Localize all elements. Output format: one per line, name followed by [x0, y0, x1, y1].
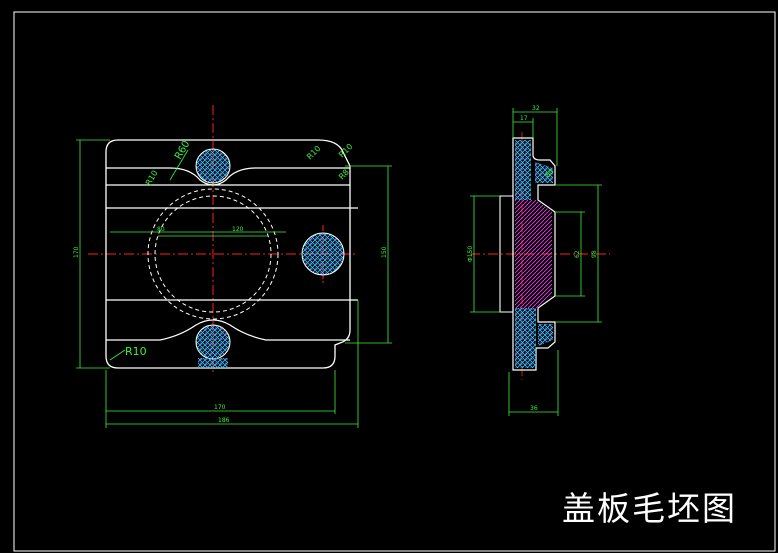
side-hatch-lower	[515, 308, 536, 368]
bottom-hatched-hole	[195, 324, 231, 360]
front-outline	[105, 139, 351, 369]
leader-r10-bottom	[109, 349, 126, 361]
dim-width-inner: 170	[214, 404, 226, 411]
dim-width-total: 186	[218, 417, 230, 424]
side-dim-top-total: 32	[532, 105, 540, 112]
drawing-border	[13, 11, 776, 552]
side-hatch-bottom-flange	[538, 324, 553, 346]
side-dim-right-dia-1: 62	[574, 250, 581, 258]
side-hatch-top-flange	[535, 162, 553, 183]
dim-height-total: 170	[73, 246, 80, 258]
drawing-title: 盖板毛坯图	[562, 489, 737, 528]
side-dim-top-small: 80	[544, 167, 556, 179]
dim-height-inner: 150	[381, 246, 388, 258]
side-dim-right-dia-2: 98	[591, 250, 598, 258]
bottom-slot-edge	[106, 319, 350, 341]
top-hatched-hole	[195, 148, 231, 184]
bottom-hatched-stub	[198, 358, 228, 368]
dim-radius-bottom-left: R10	[125, 345, 147, 358]
side-section-outline	[512, 137, 556, 371]
side-left-boss	[499, 195, 514, 313]
dim-radius-large: R60	[173, 139, 192, 162]
dim-radius-top-left: R10	[144, 169, 160, 187]
side-dim-top-inner: 17	[520, 115, 528, 122]
front-view: 80 120 R60 R10 R10 R10 R8 R10 170 150 17…	[73, 105, 392, 428]
side-view: 32 17 80 Φ150 62 98 36	[467, 105, 610, 416]
dim-radius-right-2: R8	[337, 168, 351, 182]
dim-bore-outer: 120	[232, 226, 244, 233]
side-hatch-core	[515, 200, 552, 308]
bore-hidden-inner	[154, 195, 272, 313]
dim-bore-inner: 80	[157, 226, 165, 233]
right-hatched-hole	[301, 232, 345, 276]
side-hatch-upper	[515, 140, 531, 200]
leader-r60	[169, 149, 189, 181]
side-dim-left-dia: Φ150	[467, 246, 474, 262]
side-dim-bottom-width: 36	[530, 405, 538, 412]
bore-hidden-outer	[147, 188, 279, 320]
dim-radius-top-right-1: R10	[305, 144, 323, 162]
dim-radius-top-right-2: R10	[337, 142, 355, 160]
